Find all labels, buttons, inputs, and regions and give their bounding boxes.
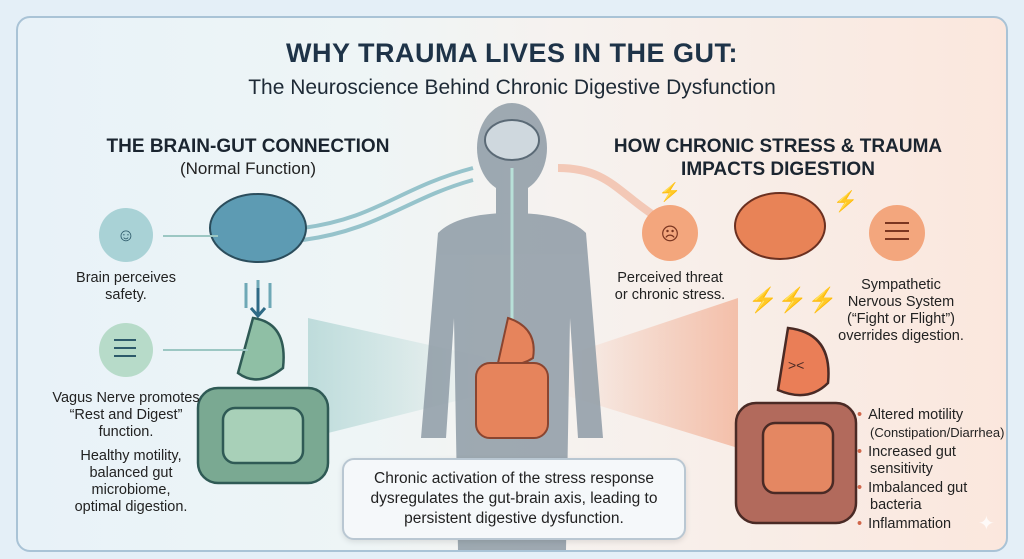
stress-beam — [558, 298, 738, 448]
effect-item: Increased gut sensitivity — [868, 444, 1004, 478]
effect-item: Imbalanced gut bacteria — [868, 480, 1004, 514]
caption-box: Chronic activation of the stress respons… — [342, 458, 686, 540]
brain-safety-text: Brain perceives safety. — [46, 270, 206, 304]
text-line: Sympathetic — [861, 277, 941, 293]
left-subheading: (Normal Function) — [179, 159, 317, 178]
text-line: Healthy motility, — [80, 448, 182, 464]
sympathetic-text: Sympathetic Nervous System (“Fight or Fl… — [831, 277, 971, 345]
threat-text: Perceived threat or chronic stress. — [610, 270, 730, 304]
svg-text:⚡: ⚡ — [659, 181, 681, 203]
text-line: Perceived threat — [617, 270, 723, 286]
heading-line: IMPACTS DIGESTION — [681, 159, 875, 180]
text-line: optimal digestion. — [74, 499, 188, 515]
effect-label: Increased gut sensitivity — [868, 444, 956, 477]
text-line: function. — [98, 424, 154, 440]
text-line: or chronic stress. — [614, 287, 726, 303]
right-heading: HOW CHRONIC STRESS & TRAUMA IMPACTS DIGE… — [608, 135, 948, 181]
page-title: WHY TRAUMA LIVES IN THE GUT: — [286, 38, 738, 68]
stressed-face-icon — [642, 205, 698, 261]
svg-text:☹: ☹ — [661, 224, 680, 244]
svg-text:><: >< — [788, 357, 804, 373]
sympathetic-intestine-icon — [869, 205, 925, 261]
effect-label: Imbalanced gut bacteria — [868, 480, 968, 513]
safety-brain-icon — [99, 208, 153, 262]
effect-label: Inflammation — [868, 516, 952, 532]
text-line: microbiome, — [91, 482, 171, 498]
calm-signal-lines — [302, 166, 474, 242]
stressed-brain-icon — [734, 192, 826, 260]
text-line: (“Fight or Flight”) — [847, 311, 955, 327]
lightning-icon: ⚡⚡⚡ — [748, 286, 838, 314]
effect-label: Altered motility — [868, 407, 964, 423]
intestine-icon — [99, 323, 153, 377]
left-heading: THE BRAIN-GUT CONNECTION — [106, 136, 390, 157]
text-line: Vagus Nerve promotes — [52, 390, 200, 406]
center-gut-icon — [475, 316, 549, 439]
health-text: Healthy motility, balanced gut microbiom… — [46, 448, 216, 516]
down-arrow-icon — [249, 288, 267, 319]
text-line: overrides digestion. — [838, 328, 964, 344]
page-subtitle: The Neuroscience Behind Chronic Digestiv… — [248, 76, 776, 99]
svg-text:⚡: ⚡ — [833, 189, 858, 213]
text-line: Nervous System — [847, 294, 955, 310]
calm-brain-icon — [209, 193, 307, 263]
vagus-text: Vagus Nerve promotes “Rest and Digest” f… — [36, 390, 216, 441]
stressed-gut-icon: >< — [734, 326, 858, 525]
svg-text:☺: ☺ — [117, 225, 135, 245]
effect-detail: (Constipation/Diarrhea) — [870, 425, 1005, 440]
stress-signal-lines — [557, 164, 661, 222]
text-line: “Rest and Digest” — [69, 407, 183, 423]
center-brain-icon — [484, 119, 540, 161]
caption-line: Chronic activation of the stress respons… — [374, 470, 654, 487]
heading-line: HOW CHRONIC STRESS & TRAUMA — [613, 136, 943, 157]
infographic-card: ☺ ☹ ⚡ ⚡ ⚡⚡⚡ >< ✦ WHY TRAUMA LIVES IN THE… — [16, 16, 1008, 552]
text-line: safety. — [105, 287, 147, 303]
text-line: Brain perceives — [76, 270, 176, 286]
caption-line: dysregulates the gut-brain axis, leading… — [370, 490, 658, 507]
calm-gut-icon — [196, 316, 330, 485]
text-line: balanced gut — [89, 465, 173, 481]
effect-item: Inflammation — [868, 516, 1004, 533]
effects-list: Altered motility(Constipation/Diarrhea) … — [854, 407, 1004, 535]
caption-line: persistent digestive dysfunction. — [404, 510, 624, 527]
effect-item: Altered motility (Constipation/Diarrhea) — [868, 407, 1005, 442]
